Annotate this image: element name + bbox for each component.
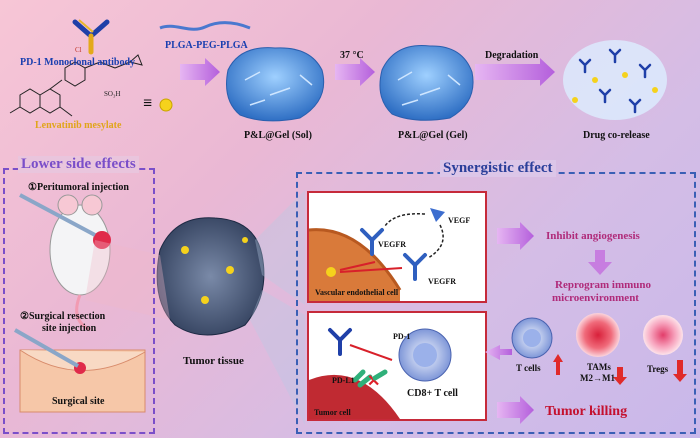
tregs-label: Tregs xyxy=(647,364,669,374)
syringe-1-icon xyxy=(19,193,96,237)
vegfr2-label: VEGFR xyxy=(428,277,456,286)
vegf-dashed-arrows xyxy=(384,213,444,259)
drug-sphere-icon xyxy=(159,98,173,112)
killing-label: Tumor killing xyxy=(545,404,628,419)
vegf-label: VEGF xyxy=(448,216,471,225)
tregs-icon xyxy=(643,315,683,355)
tumor-cell-label: Tumor cell xyxy=(314,408,351,417)
arrow-2 xyxy=(335,58,375,86)
pdl1-label: PD-L1 xyxy=(332,376,355,385)
tams-polarization-label: M2→M1 xyxy=(580,373,615,383)
arrow-inhibit xyxy=(497,222,534,250)
surgical-site-label: Surgical site xyxy=(52,396,105,407)
lenvatinib-structure-icon xyxy=(9,54,143,117)
step2b-label: site injection xyxy=(42,323,97,334)
arrow-killing xyxy=(497,396,534,424)
tcells-up-arrow xyxy=(553,354,563,375)
arrow-to-cd8 xyxy=(485,345,512,360)
tams-down-arrow xyxy=(613,367,627,385)
zoom-beam-upper xyxy=(255,190,305,305)
tumor-cell-box: ✕ xyxy=(307,311,487,421)
pd1-label: PD-1 xyxy=(393,332,411,341)
vegfr1-label: VEGFR xyxy=(378,240,406,249)
gel-sol-icon xyxy=(226,47,325,122)
zoom-beam-lower xyxy=(250,290,305,425)
tumor-tissue-label: Tumor tissue xyxy=(183,355,244,367)
step2a-label: ②Surgical resection xyxy=(20,311,106,322)
tams-label: TAMs xyxy=(587,362,611,372)
drug-label: Lenvatinib mesylate xyxy=(35,120,122,131)
degradation-label: Degradation xyxy=(485,50,539,61)
vegfr-receptor-1-icon xyxy=(360,228,384,256)
sol-label: P&L@Gel (Sol) xyxy=(244,130,312,141)
polymer-chain-icon xyxy=(159,21,251,31)
reprogram-line1: Reprogram immuno xyxy=(555,279,652,291)
tcells-icon xyxy=(511,317,553,359)
surgical-site-icon xyxy=(19,349,146,413)
tregs-down-arrow xyxy=(673,360,687,382)
tams-icon xyxy=(576,313,620,357)
vegfr-receptor-2-icon xyxy=(403,253,427,281)
mouse-icon xyxy=(49,194,111,332)
gel-label: P&L@Gel (Gel) xyxy=(398,130,468,141)
tumor-tissue-icon xyxy=(156,217,265,336)
step1-label: ①Peritumoral injection xyxy=(28,182,129,193)
chem-cl-text: Cl xyxy=(75,46,82,54)
gel-gel-icon xyxy=(379,45,474,121)
chem-so3h-text: SO₃H xyxy=(104,90,120,98)
left-panel-title: Lower side effects xyxy=(18,156,139,173)
inhibit-label: Inhibit angiogenesis xyxy=(546,230,640,242)
antibody-label: PD-1 Monoclonal antibody xyxy=(20,57,136,68)
reprogram-line2: microenvironment xyxy=(552,292,639,304)
endothelial-label: Vascular endothelial cell xyxy=(315,288,399,297)
temp-label: 37 °C xyxy=(340,50,364,61)
equiv-symbol: ≡ xyxy=(143,95,153,112)
vegf-triangle-icon xyxy=(430,208,445,222)
co-release-icon xyxy=(563,40,667,120)
antibody-icon xyxy=(72,19,110,55)
vascular-box xyxy=(307,191,487,303)
arrow-down-reprogram xyxy=(588,250,612,275)
right-panel-title: Synergistic effect xyxy=(440,160,556,177)
polymer-label: PLGA-PEG-PLGA xyxy=(165,40,248,51)
tcells-label: T cells xyxy=(516,363,541,373)
cd8-label: CD8+ T cell xyxy=(407,388,458,399)
left-panel xyxy=(3,168,155,434)
syringe-2-icon xyxy=(14,328,79,368)
zoom-beam-left xyxy=(85,240,170,320)
arrow-3 xyxy=(475,58,555,86)
release-label: Drug co-release xyxy=(583,130,650,141)
arrow-1 xyxy=(180,58,220,86)
cd8-tcell-icon xyxy=(398,328,452,382)
